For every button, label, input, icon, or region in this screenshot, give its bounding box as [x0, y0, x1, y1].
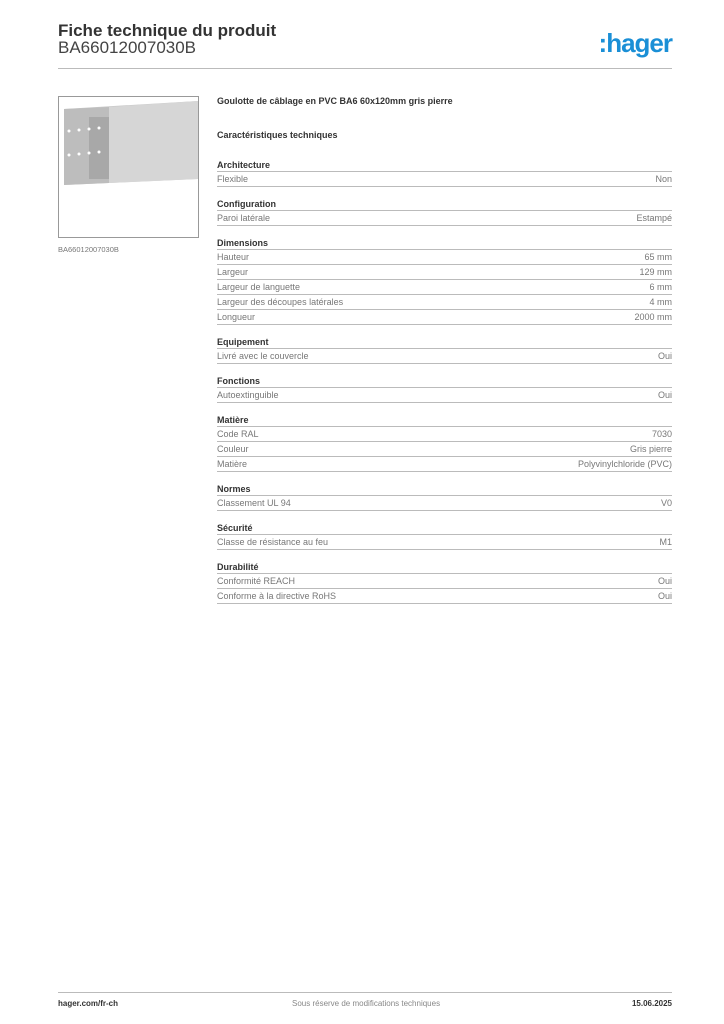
- product-image: [58, 96, 199, 238]
- spec-value: 6 mm: [649, 282, 673, 292]
- spec-value: 65 mm: [644, 252, 672, 262]
- section-title: Matière: [217, 412, 672, 427]
- spec-label: Livré avec le couvercle: [217, 351, 309, 361]
- spec-value: M1: [659, 537, 672, 547]
- spec-value: Oui: [657, 576, 672, 586]
- spec-label: Conforme à la directive RoHS: [217, 591, 337, 601]
- spec-value: 129 mm: [639, 267, 672, 277]
- header-divider: [58, 68, 672, 69]
- spec-row: Conforme à la directive RoHS Oui: [217, 589, 672, 604]
- spec-value: 2000 mm: [634, 312, 672, 322]
- spec-label: Largeur: [217, 267, 249, 277]
- spec-value: Polyvinylchloride (PVC): [577, 459, 672, 469]
- spec-value: Oui: [657, 351, 672, 361]
- section-title: Dimensions: [217, 235, 672, 250]
- spec-row: Largeur de languette 6 mm: [217, 280, 672, 295]
- spec-row: Classement UL 94 V0: [217, 496, 672, 511]
- spec-label: Paroi latérale: [217, 213, 271, 223]
- footer-divider: [58, 992, 672, 993]
- spec-label: Largeur de languette: [217, 282, 301, 292]
- spec-value: 7030: [651, 429, 672, 439]
- spec-label: Couleur: [217, 444, 249, 454]
- spec-row: Largeur des découpes latérales 4 mm: [217, 295, 672, 310]
- product-title: Goulotte de câblage en PVC BA6 60x120mm …: [217, 96, 453, 106]
- characteristics-heading: Caractéristiques techniques: [217, 130, 338, 140]
- spec-value: 4 mm: [649, 297, 673, 307]
- footer-disclaimer: Sous réserve de modifications techniques: [292, 999, 441, 1008]
- spec-row: Flexible Non: [217, 172, 672, 187]
- spec-label: Matière: [217, 459, 248, 469]
- spec-row: Hauteur 65 mm: [217, 250, 672, 265]
- spec-row: Autoextinguible Oui: [217, 388, 672, 403]
- spec-row: Code RAL 7030: [217, 427, 672, 442]
- section-title: Sécurité: [217, 520, 672, 535]
- spec-value: Estampé: [636, 213, 672, 223]
- page-title: Fiche technique du produit: [58, 21, 277, 40]
- section-title: Normes: [217, 481, 672, 496]
- section-title: Durabilité: [217, 559, 672, 574]
- spec-value: Non: [655, 174, 672, 184]
- section-title: Fonctions: [217, 373, 672, 388]
- footer-website[interactable]: hager.com/fr-ch: [58, 999, 119, 1008]
- spec-row: Livré avec le couvercle Oui: [217, 349, 672, 364]
- spec-value: Gris pierre: [629, 444, 672, 454]
- spec-label: Largeur des découpes latérales: [217, 297, 344, 307]
- section-title: Architecture: [217, 157, 672, 172]
- spec-label: Longueur: [217, 312, 256, 322]
- section-title: Configuration: [217, 196, 672, 211]
- spec-label: Autoextinguible: [217, 390, 279, 400]
- spec-row: Longueur 2000 mm: [217, 310, 672, 325]
- spec-label: Classement UL 94: [217, 498, 291, 508]
- spec-label: Classe de résistance au feu: [217, 537, 329, 547]
- spec-label: Flexible: [217, 174, 249, 184]
- hager-logo: :hager: [598, 28, 673, 58]
- footer-date: 15.06.2025: [631, 999, 672, 1008]
- spec-label: Hauteur: [217, 252, 250, 262]
- spec-value: V0: [660, 498, 672, 508]
- spec-row: Largeur 129 mm: [217, 265, 672, 280]
- spec-row: Couleur Gris pierre: [217, 442, 672, 457]
- spec-value: Oui: [657, 390, 672, 400]
- spec-label: Code RAL: [217, 429, 259, 439]
- spec-row: Paroi latérale Estampé: [217, 211, 672, 226]
- spec-label: Conformité REACH: [217, 576, 296, 586]
- spec-row: Conformité REACH Oui: [217, 574, 672, 589]
- image-caption: BA66012007030B: [58, 245, 119, 254]
- spec-row: Classe de résistance au feu M1: [217, 535, 672, 550]
- section-title: Equipement: [217, 334, 672, 349]
- spec-row: Matière Polyvinylchloride (PVC): [217, 457, 672, 472]
- product-code: BA66012007030B: [58, 38, 197, 57]
- spec-value: Oui: [657, 591, 672, 601]
- spec-content: Goulotte de câblage en PVC BA6 60x120mm …: [217, 96, 672, 613]
